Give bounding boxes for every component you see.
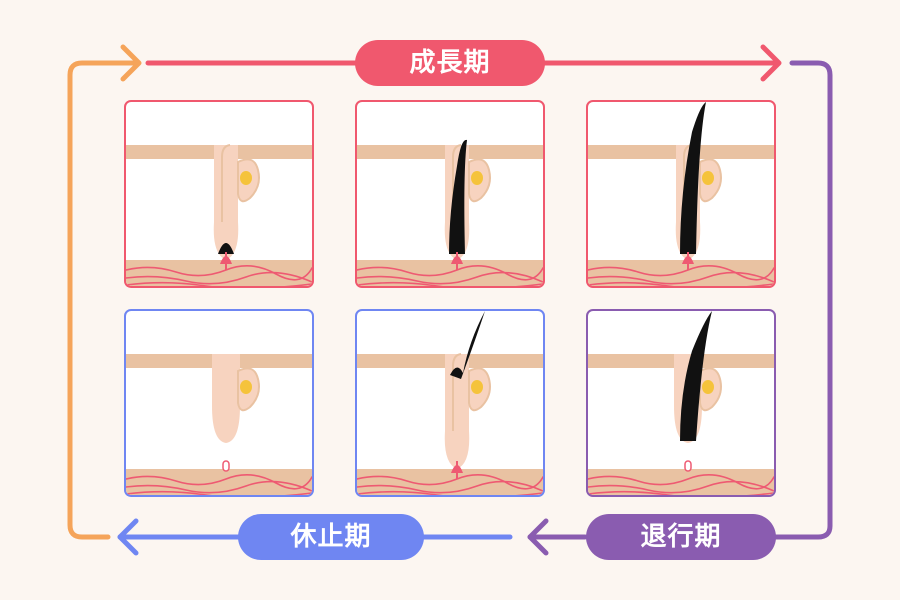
panel-telogen-1 (124, 309, 314, 497)
transition-arrow-head (120, 44, 142, 82)
skin-cross-section (357, 311, 543, 495)
panel-telogen-2 (355, 309, 545, 497)
hair-follicle (444, 139, 491, 270)
hair-follicle (675, 102, 722, 270)
hair-follicle (674, 311, 722, 472)
catagen-arrow-line (772, 60, 833, 540)
telogen-phase-label: 休止期 (238, 514, 424, 560)
skin-cross-section (357, 139, 543, 286)
hair-follicle (212, 354, 260, 472)
hair-follicle (444, 311, 491, 479)
catagen-phase-label: 退行期 (586, 514, 776, 560)
transition-arrow-line (67, 60, 141, 540)
growth-phase-label: 成長期 (355, 40, 545, 86)
skin-cross-section (588, 311, 774, 495)
panel-growth-3 (586, 100, 776, 288)
panel-growth-2 (355, 100, 545, 288)
skin-cross-section (126, 144, 312, 286)
skin-cross-section (588, 102, 774, 286)
growth-arrow-head (760, 44, 782, 82)
telogen-arrow-head (117, 518, 139, 556)
skin-cross-section (126, 354, 312, 495)
hair-follicle (213, 144, 260, 270)
catagen-arrow-head (527, 518, 549, 556)
panel-growth-1 (124, 100, 314, 288)
panel-catagen-1 (586, 309, 776, 497)
